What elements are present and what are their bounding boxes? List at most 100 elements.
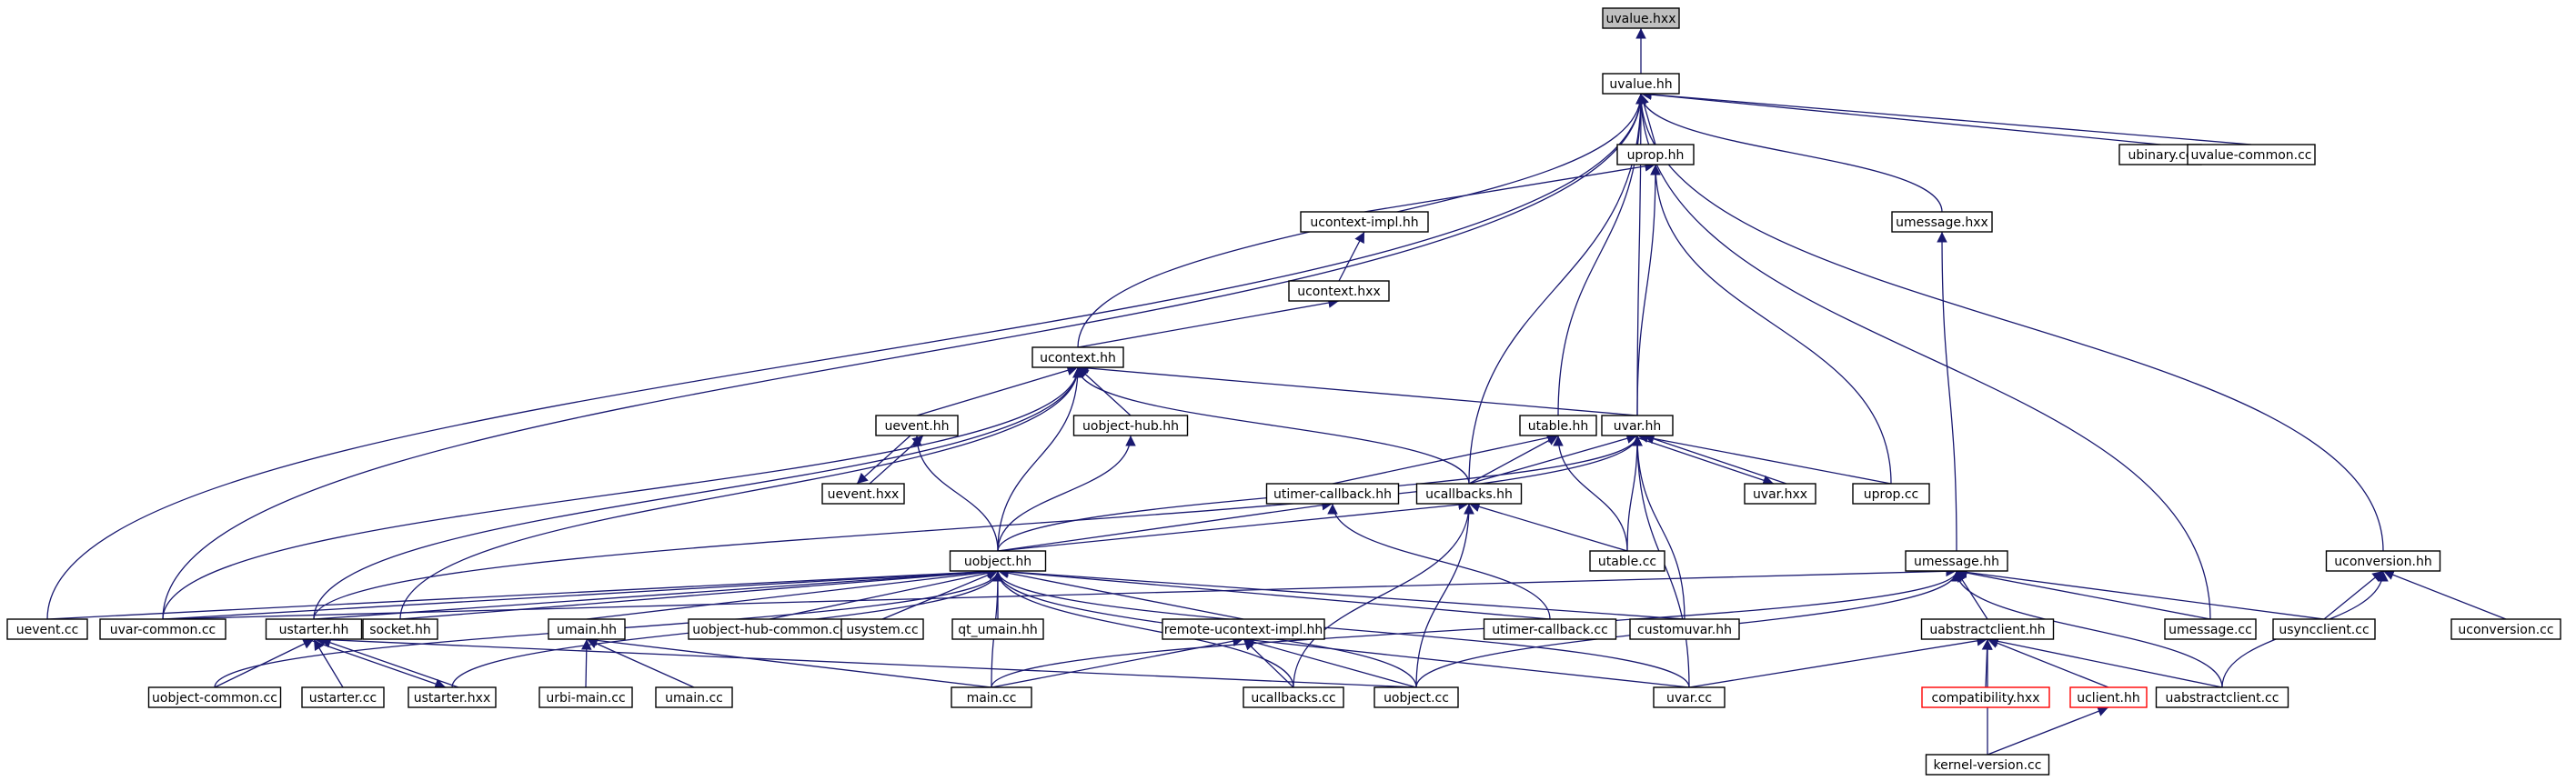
file-node-label: umessage.hh — [1914, 555, 1999, 569]
file-node-label: customuvar.hh — [1637, 623, 1732, 637]
file-node-compatibility-hxx[interactable]: compatibility.hxx — [1921, 686, 2050, 708]
file-node-customuvar-hh[interactable]: customuvar.hh — [1629, 618, 1740, 640]
file-node-umessage-cc[interactable]: umessage.cc — [2164, 618, 2257, 640]
file-node-uprop-cc[interactable]: uprop.cc — [1852, 483, 1930, 505]
file-node-uobject-hub-common-cc[interactable]: uobject-hub-common.cc — [688, 618, 851, 640]
file-node-usystem-cc[interactable]: usystem.cc — [840, 618, 924, 640]
file-node-uprop-hh[interactable]: uprop.hh — [1616, 144, 1695, 165]
file-node-umain-cc[interactable]: umain.cc — [655, 686, 733, 708]
edge-uvar-cc-to-remote-ucontext-impl-hh — [1243, 635, 1690, 688]
file-node-uobject-common-cc[interactable]: uobject-common.cc — [147, 686, 282, 708]
file-node-box — [655, 686, 733, 708]
file-node-utable-hh[interactable]: utable.hh — [1519, 415, 1597, 436]
edge-uprop-cc-to-uvar-hh — [1636, 432, 1892, 485]
file-node-box — [1925, 754, 2050, 776]
file-node-ustarter-hh[interactable]: ustarter.hh — [265, 618, 363, 640]
file-node-uvar-hxx[interactable]: uvar.hxx — [1744, 483, 1816, 505]
edge-socket-hh-to-uobject-hh — [399, 566, 999, 620]
file-node-remote-ucontext-impl-hh[interactable]: remote-ucontext-impl.hh — [1162, 618, 1325, 640]
file-node-ucallbacks-hh[interactable]: ucallbacks.hh — [1415, 483, 1523, 505]
file-node-socket-hh[interactable]: socket.hh — [362, 618, 438, 640]
file-node-box — [2155, 686, 2289, 708]
file-node-utimer-callback-hh[interactable]: utimer-callback.hh — [1265, 483, 1400, 505]
file-node-uconversion-cc[interactable]: uconversion.cc — [2450, 618, 2561, 640]
edge-uevent-hh-to-ucontext-hh — [916, 365, 1079, 416]
file-node-label: uabstractclient.hh — [1929, 623, 2045, 637]
edge-uabstractclient-hh-to-umessage-hh — [1956, 570, 1988, 620]
file-node-uconversion-hh[interactable]: uconversion.hh — [2325, 550, 2441, 572]
file-node-label: uvar-common.cc — [110, 623, 216, 637]
edge-uvar-hh-to-uprop-hh — [1636, 164, 1661, 416]
file-node-uvar-cc[interactable]: uvar.cc — [1653, 686, 1726, 708]
file-node-usyncclient-cc[interactable]: usyncclient.cc — [2272, 618, 2376, 640]
file-node-label: uconversion.hh — [2334, 555, 2431, 569]
file-node-label: uvar.hxx — [1753, 487, 1807, 502]
file-node-utable-cc[interactable]: utable.cc — [1589, 550, 1665, 572]
file-node-uevent-cc[interactable]: uevent.cc — [6, 618, 88, 640]
file-node-utimer-callback-cc[interactable]: utimer-callback.cc — [1483, 618, 1617, 640]
file-node-label: kernel-version.cc — [1934, 758, 2042, 773]
file-node-umain-hh[interactable]: umain.hh — [548, 618, 626, 640]
file-node-label: utimer-callback.cc — [1492, 623, 1608, 637]
file-node-uvar-hh[interactable]: uvar.hh — [1601, 415, 1674, 436]
file-node-box — [362, 618, 438, 640]
file-node-uevent-hh[interactable]: uevent.hh — [875, 415, 959, 436]
file-node-box — [1891, 211, 1993, 233]
edge-uclient-hh-to-uabstractclient-hh — [1987, 637, 2109, 688]
file-node-ucallbacks-cc[interactable]: ucallbacks.cc — [1243, 686, 1344, 708]
edge-ucontext-impl-hh-to-uprop-hh — [1363, 161, 1656, 213]
file-node-uvalue-hxx[interactable]: uvalue.hxx — [1602, 7, 1680, 29]
file-node-qt-umain-hh[interactable]: qt_umain.hh — [951, 618, 1044, 640]
edge-uvar-common-cc-to-uvalue-hh — [162, 93, 1646, 620]
file-node-umessage-hxx[interactable]: umessage.hxx — [1891, 211, 1993, 233]
file-node-ustarter-cc[interactable]: ustarter.cc — [301, 686, 385, 708]
file-node-box — [1602, 73, 1680, 95]
edge-uabstractclient-cc-to-uabstractclient-hh — [1987, 636, 2223, 688]
file-node-box — [6, 618, 88, 640]
file-node-uobject-hub-hh[interactable]: uobject-hub.hh — [1072, 415, 1189, 436]
edge-ucallbacks-cc-to-uobject-hh — [992, 570, 1294, 688]
file-node-uvar-common-cc[interactable]: uvar-common.cc — [99, 618, 226, 640]
file-node-box — [538, 686, 633, 708]
file-node-uabstractclient-hh[interactable]: uabstractclient.hh — [1920, 618, 2055, 640]
file-node-uobject-cc[interactable]: uobject.cc — [1374, 686, 1459, 708]
file-node-box — [821, 483, 905, 505]
file-node-uabstractclient-cc[interactable]: uabstractclient.cc — [2155, 686, 2289, 708]
file-node-label: urbi-main.cc — [546, 691, 625, 706]
file-node-box — [147, 686, 282, 708]
edge-main-cc-to-umessage-hh — [991, 570, 1962, 688]
file-node-kernel-version-cc[interactable]: kernel-version.cc — [1925, 754, 2050, 776]
file-node-umessage-hh[interactable]: umessage.hh — [1905, 550, 2008, 572]
file-node-ucontext-hh[interactable]: ucontext.hh — [1031, 346, 1124, 368]
file-node-urbi-main-cc[interactable]: urbi-main.cc — [538, 686, 633, 708]
file-node-box — [1288, 280, 1390, 302]
file-node-ucontext-impl-hh[interactable]: ucontext-impl.hh — [1300, 211, 1429, 233]
file-node-box — [1162, 618, 1325, 640]
file-node-ustarter-hxx[interactable]: ustarter.hxx — [408, 686, 497, 708]
file-node-label: socket.hh — [369, 623, 430, 637]
edge-utable-hh-to-uvalue-hh — [1557, 93, 1646, 416]
edge-uobject-cc-to-ucallbacks-hh — [1415, 503, 1474, 688]
file-node-box — [1374, 686, 1459, 708]
edge-socket-hh-to-ucontext-hh — [399, 366, 1083, 620]
file-node-box — [1921, 686, 2050, 708]
file-node-uvalue-hh[interactable]: uvalue.hh — [1602, 73, 1680, 95]
file-node-label: umessage.hxx — [1896, 215, 1988, 230]
file-node-box — [1243, 686, 1344, 708]
edge-customuvar-hh-to-uvar-hh — [1632, 435, 1685, 620]
file-node-label: utable.hh — [1528, 419, 1589, 434]
file-node-label: uvalue-common.cc — [2191, 148, 2312, 163]
file-node-box — [2069, 686, 2148, 708]
file-node-box — [2450, 618, 2561, 640]
file-node-uevent-hxx[interactable]: uevent.hxx — [821, 483, 905, 505]
file-node-uobject-hh[interactable]: uobject.hh — [949, 550, 1047, 572]
file-node-main-cc[interactable]: main.cc — [951, 686, 1032, 708]
file-node-uvalue-common-cc[interactable]: uvalue-common.cc — [2187, 144, 2316, 165]
file-node-label: usyncclient.cc — [2279, 623, 2369, 637]
file-node-label: uobject-common.cc — [152, 691, 277, 706]
file-node-ucontext-hxx[interactable]: ucontext.hxx — [1288, 280, 1390, 302]
file-node-label: uevent.cc — [16, 623, 79, 637]
edge-umessage-hh-to-umessage-hxx — [1937, 231, 1957, 552]
file-node-label: qt_umain.hh — [958, 623, 1037, 637]
file-node-uclient-hh[interactable]: uclient.hh — [2069, 686, 2148, 708]
